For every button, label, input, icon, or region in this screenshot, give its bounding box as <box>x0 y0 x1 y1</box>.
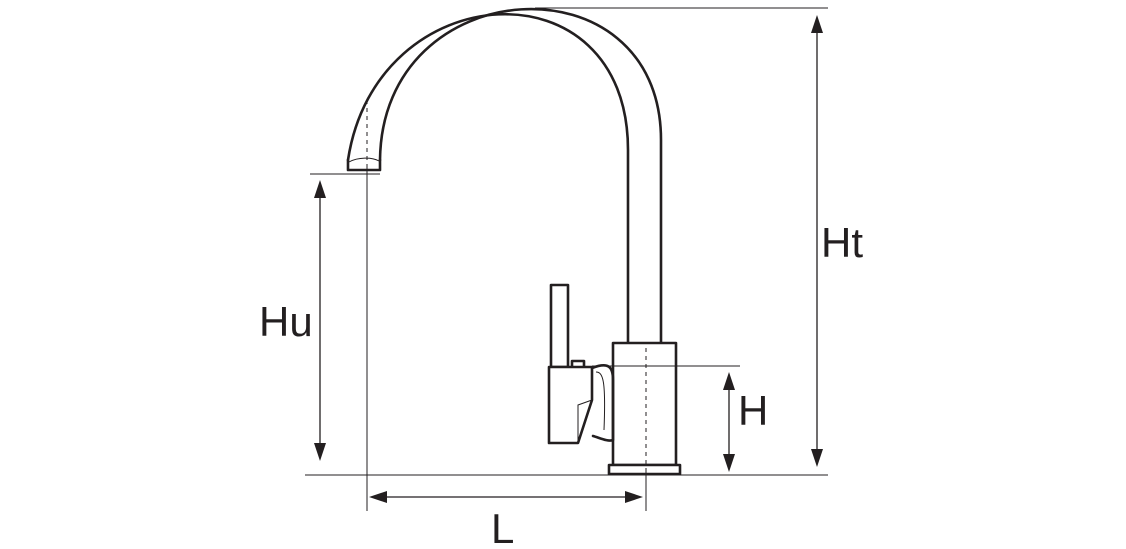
spout-outer-edge <box>346 13 630 345</box>
hu-arrow-top <box>314 180 326 198</box>
faucet-body <box>611 341 678 467</box>
faucet-illustration <box>346 7 682 476</box>
hu-arrow-bottom <box>314 443 326 461</box>
h-arrow-bottom <box>723 454 735 472</box>
dimension-h: H <box>723 372 768 472</box>
connector-curve <box>595 371 606 431</box>
l-arrow-right <box>625 491 643 503</box>
ht-label: Ht <box>821 219 863 266</box>
lever-block-bevel <box>577 399 593 443</box>
l-arrow-left <box>369 491 387 503</box>
spout-outlet <box>346 158 382 172</box>
h-label: H <box>738 387 768 434</box>
spout-inner-edge <box>378 7 663 345</box>
dimension-l: L <box>369 491 643 549</box>
hu-label: Hu <box>259 298 313 345</box>
dimension-hu: Hu <box>259 180 326 461</box>
base-plate <box>607 463 682 476</box>
ht-arrow-bottom <box>811 449 823 467</box>
h-arrow-top <box>723 372 735 390</box>
spout-outlet-ring <box>348 157 380 163</box>
ht-arrow-top <box>811 15 823 33</box>
extension-lines <box>305 7 828 511</box>
lever-block <box>547 365 594 445</box>
dimension-ht: Ht <box>811 15 863 467</box>
lever-handle <box>549 283 570 369</box>
l-label: L <box>491 505 514 549</box>
lever-connector <box>590 364 615 442</box>
